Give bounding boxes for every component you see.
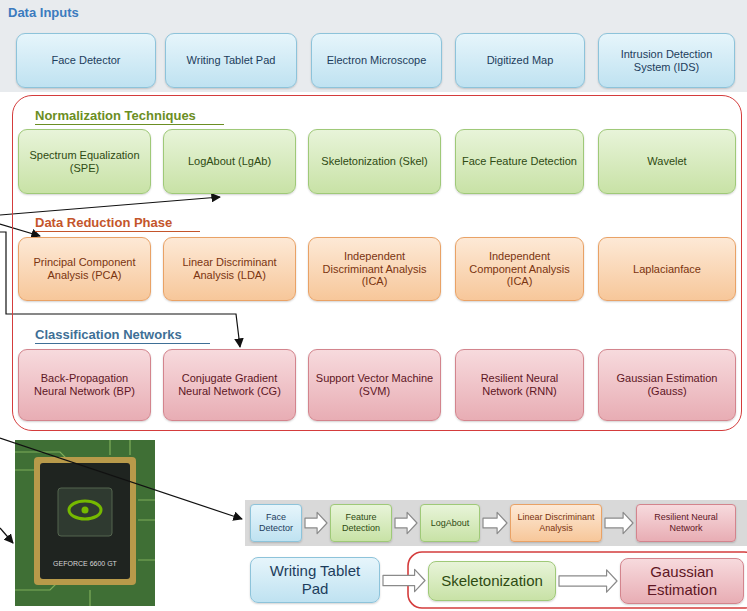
reduction-box: Linear Discriminant Analysis (LDA)	[163, 237, 296, 301]
box-label: LogAbout	[431, 518, 470, 529]
box-label: Writing Tablet Pad	[187, 54, 276, 67]
box-label: Spectrum Equalization (SPE)	[24, 149, 145, 175]
box-label: Linear Discriminant Analysis (LDA)	[169, 256, 290, 282]
highlight-outline	[408, 552, 747, 608]
pipeline-box: Feature Detection	[330, 504, 392, 542]
input-box: Face Detector	[16, 33, 156, 88]
pipeline-band	[245, 500, 747, 546]
box-label: Resilient Neural Network	[642, 512, 730, 533]
reduction-box: Independent Discriminant Analysis (ICA)	[308, 237, 441, 301]
flow-arrow	[383, 569, 425, 591]
box-label: Gaussian Estimation (Gauss)	[604, 372, 730, 398]
box-label: Face Detector	[51, 54, 120, 67]
box-label: Digitized Map	[487, 54, 554, 67]
section-heading: Normalization Techniques	[35, 108, 224, 125]
pipeline-box: Skeletonization	[428, 561, 556, 601]
box-label: Face Feature Detection	[462, 155, 577, 168]
box-label: Independent Component Analysis (ICA)	[461, 250, 578, 289]
box-label: Skeletonization	[441, 572, 543, 590]
box-label: Skeletonization (Skel)	[321, 155, 427, 168]
normalization-box: LogAbout (LgAb)	[163, 129, 296, 194]
pipeline-box: Face Detector	[250, 504, 302, 542]
box-label: Independent Discriminant Analysis (ICA)	[314, 250, 435, 289]
box-label: Intrusion Detection System (IDS)	[604, 48, 729, 74]
normalization-box: Face Feature Detection	[455, 129, 584, 194]
reduction-box: Laplacianface	[598, 237, 736, 301]
chip-marking: GEFORCE 6600 GT	[42, 560, 128, 567]
box-label: Writing Tablet Pad	[256, 562, 374, 597]
box-label: Gaussian Estimation	[626, 563, 738, 598]
normalization-box: Wavelet	[598, 129, 736, 194]
box-label: Principal Component Analysis (PCA)	[24, 256, 145, 282]
input-panel: Data InputsFace Detector Writing Tablet P…	[0, 0, 747, 92]
flow-arrow	[395, 512, 417, 533]
box-label: Electron Microscope	[327, 54, 427, 67]
reduction-box: Principal Component Analysis (PCA)	[18, 237, 151, 301]
classifier-box: Resilient Neural Network (RNN)	[455, 349, 584, 421]
pipeline-box: LogAbout	[420, 504, 480, 542]
box-label: Resilient Neural Network (RNN)	[461, 372, 578, 398]
flow-arrow	[605, 512, 633, 533]
flow-arrow	[305, 512, 327, 533]
reduction-box: Independent Component Analysis (ICA)	[455, 237, 584, 301]
classifier-box: Back-Propagation Neural Network (BP)	[18, 349, 151, 421]
pipeline-box: Linear Discriminant Analysis	[510, 504, 602, 542]
gpu-chip-picture	[15, 440, 155, 606]
box-label: Conjugate Gradient Neural Network (CG)	[169, 372, 290, 398]
stage-region: Normalization TechniquesData Reduction P…	[12, 95, 742, 431]
input-box: Electron Microscope	[311, 33, 442, 88]
section-heading: Classification Networks	[35, 327, 210, 344]
pipeline-box: Writing Tablet Pad	[250, 557, 380, 603]
classifier-box: Support Vector Machine (SVM)	[308, 349, 441, 421]
section-heading: Data Inputs	[8, 5, 107, 21]
classifier-box: Gaussian Estimation (Gauss)	[598, 349, 736, 421]
box-label: LogAbout (LgAb)	[188, 155, 271, 168]
box-label: Laplacianface	[633, 263, 701, 276]
classifier-box: Conjugate Gradient Neural Network (CG)	[163, 349, 296, 421]
box-label: Wavelet	[647, 155, 686, 168]
box-label: Support Vector Machine (SVM)	[314, 372, 435, 398]
pipeline-box: Resilient Neural Network	[636, 504, 736, 542]
pipeline-box: Gaussian Estimation	[620, 558, 744, 604]
input-box: Digitized Map	[455, 33, 585, 88]
normalization-box: Skeletonization (Skel)	[308, 129, 441, 194]
box-label: Feature Detection	[336, 512, 386, 533]
flow-arrow	[559, 570, 617, 592]
normalization-box: Spectrum Equalization (SPE)	[18, 129, 151, 194]
section-heading: Data Reduction Phase	[35, 215, 200, 232]
box-label: Face Detector	[256, 512, 296, 533]
input-box: Writing Tablet Pad	[165, 33, 297, 88]
box-label: Back-Propagation Neural Network (BP)	[24, 372, 145, 398]
input-box: Intrusion Detection System (IDS)	[598, 33, 735, 88]
box-label: Linear Discriminant Analysis	[516, 512, 596, 533]
flow-arrow	[483, 512, 507, 533]
